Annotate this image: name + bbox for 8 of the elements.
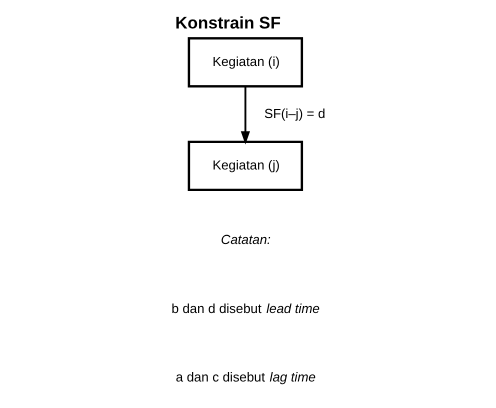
edge-label: SF(i–j) = d	[264, 106, 326, 122]
label: a dan c disebut lag time	[176, 370, 316, 385]
label: Catatan:	[220, 232, 271, 248]
node-box: Kegiatan (i)	[188, 37, 304, 88]
diagram-title: Konstrain SF	[175, 13, 281, 32]
arrow	[240, 86, 250, 144]
label: b dan d disebut lead time	[172, 300, 320, 316]
node-box: Kegiatan (j)	[188, 140, 304, 192]
